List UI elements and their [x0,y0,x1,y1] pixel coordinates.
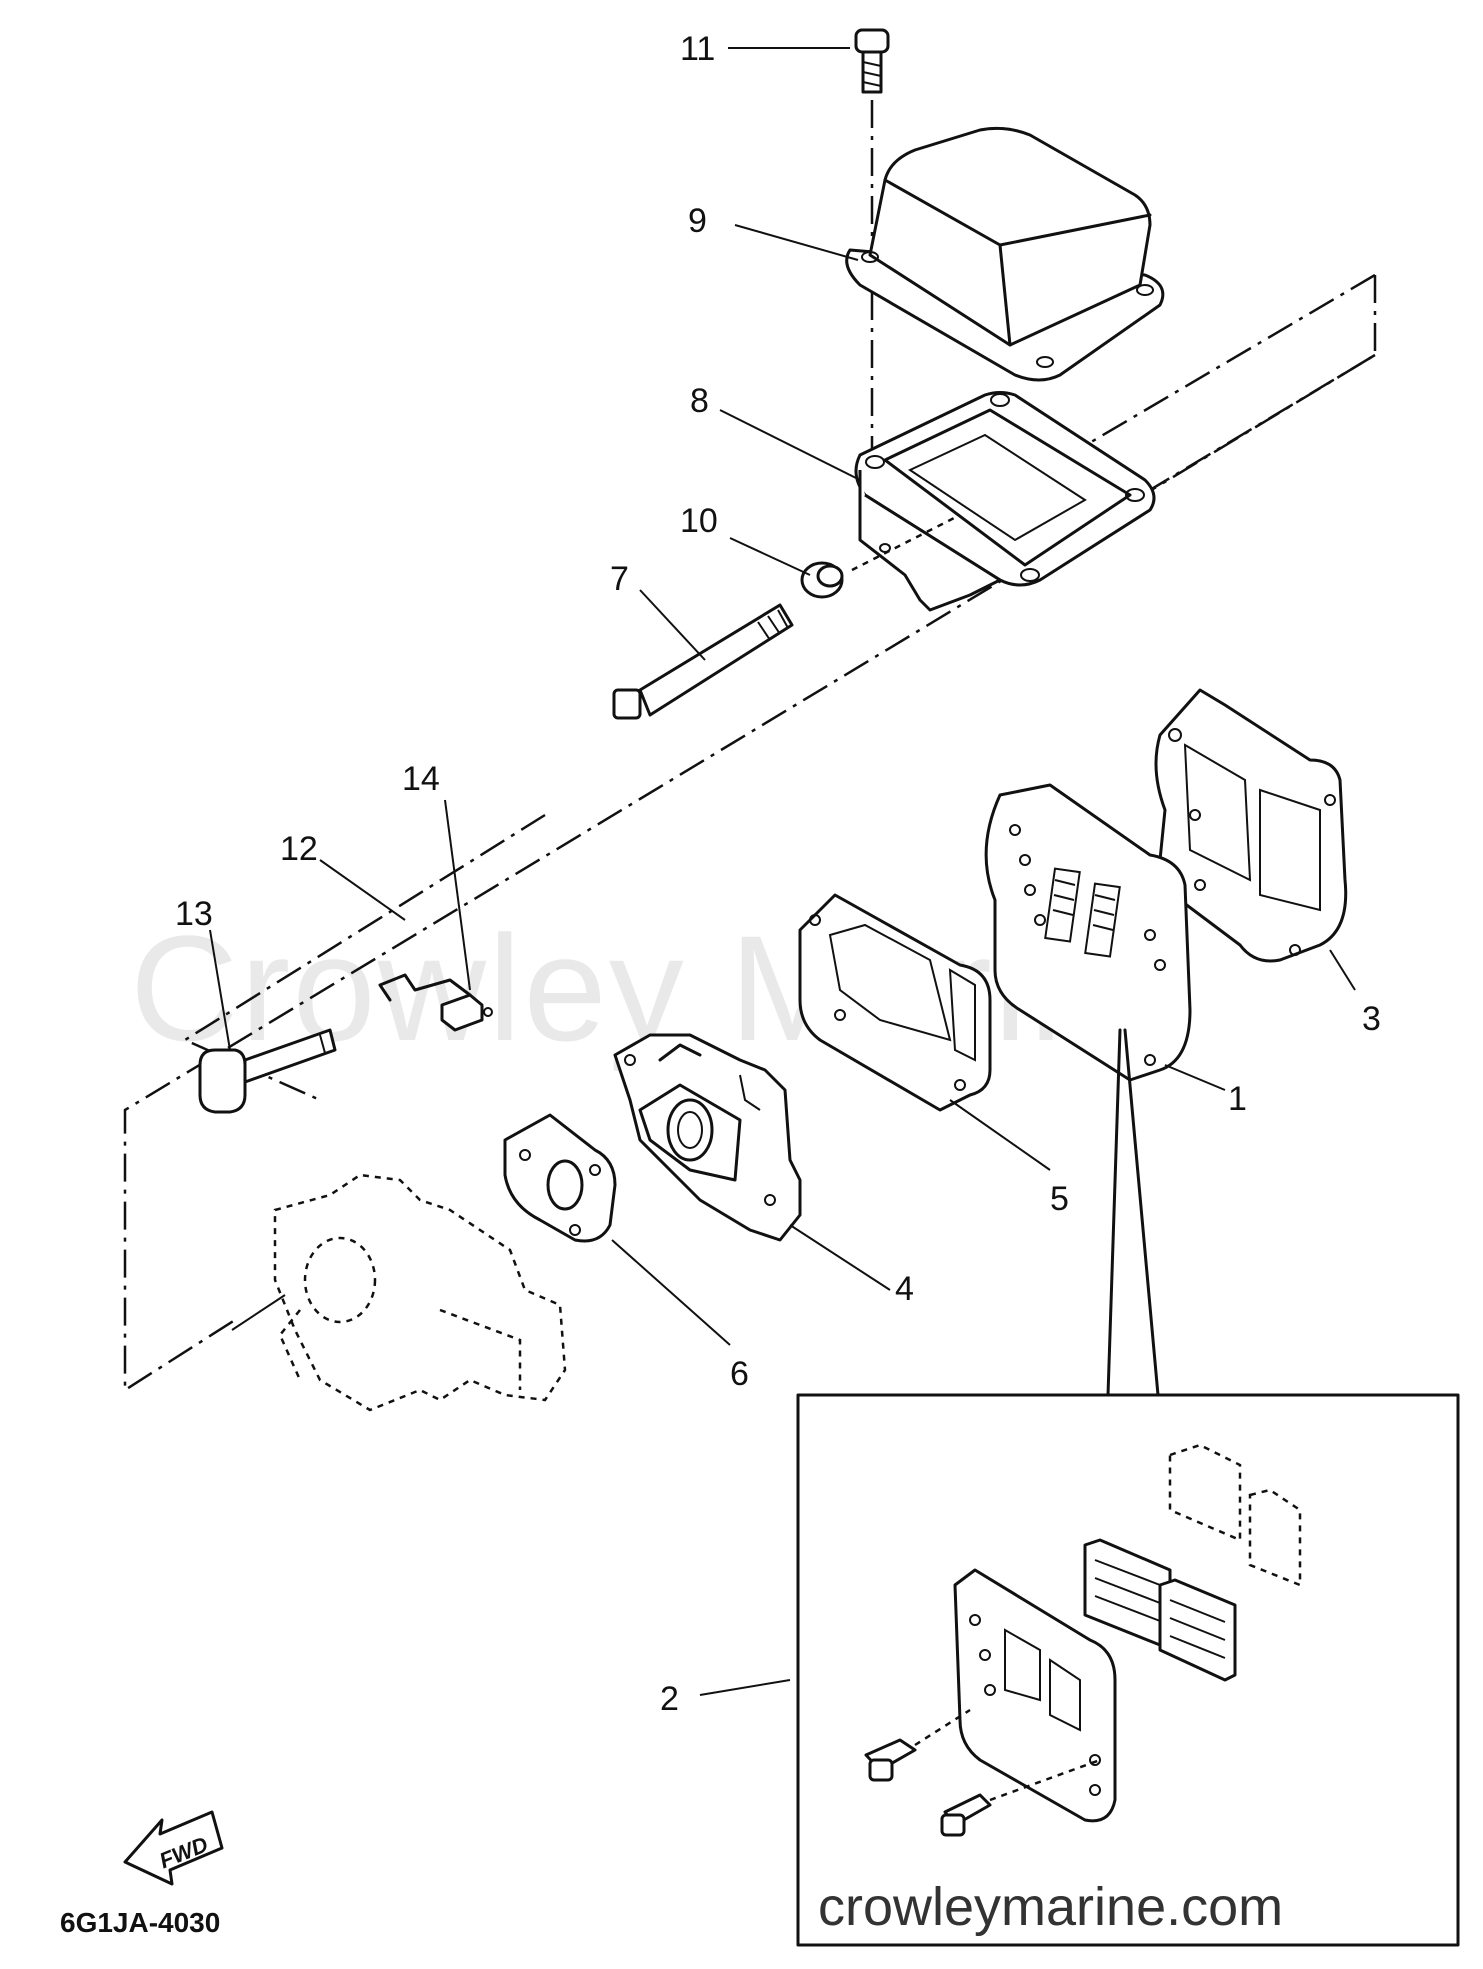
carburetor-reference [273,1173,567,1412]
part-1-reed-plate [984,783,1192,1082]
part-11-screw [854,28,890,460]
part-12-link-rod [378,973,472,1002]
callout-10: 10 [680,502,718,540]
callout-labels: 11 9 8 10 7 14 12 13 3 1 5 4 6 2 [175,30,1381,1718]
callout-3: 3 [1362,1000,1381,1038]
part-14-clip [440,993,493,1032]
part-10-grommet [800,513,961,599]
callout-1: 1 [1228,1080,1247,1118]
part-9-cover [845,126,1165,382]
part-6-gasket [503,1113,617,1243]
callout-13: 13 [175,895,213,933]
inset-box [796,1028,1460,1947]
callout-5: 5 [1050,1180,1069,1218]
part-2-reed-kit [864,1443,1302,1837]
callout-4: 4 [895,1270,914,1308]
callout-11: 11 [680,30,715,68]
part-4-valve-body [613,1033,802,1242]
callout-9: 9 [688,202,707,240]
assembly-outline [123,273,1377,1393]
diagram-code: 6G1JA-4030 [60,1907,220,1938]
part-5-gasket [798,893,992,1112]
callout-6: 6 [730,1355,749,1393]
leader-lines [209,47,1356,1696]
part-13-knob [198,1028,337,1114]
fwd-arrow-icon: FWD [123,1810,224,1886]
callout-2: 2 [660,1680,679,1718]
callout-12: 12 [280,830,318,868]
callout-14: 14 [402,760,440,798]
website-text: crowleymarine.com [818,1877,1283,1937]
part-7-bolt [612,603,794,720]
callout-7: 7 [610,560,629,598]
part-8-housing [854,391,1156,612]
callout-8: 8 [690,382,709,420]
part-3-gasket [1154,688,1348,963]
